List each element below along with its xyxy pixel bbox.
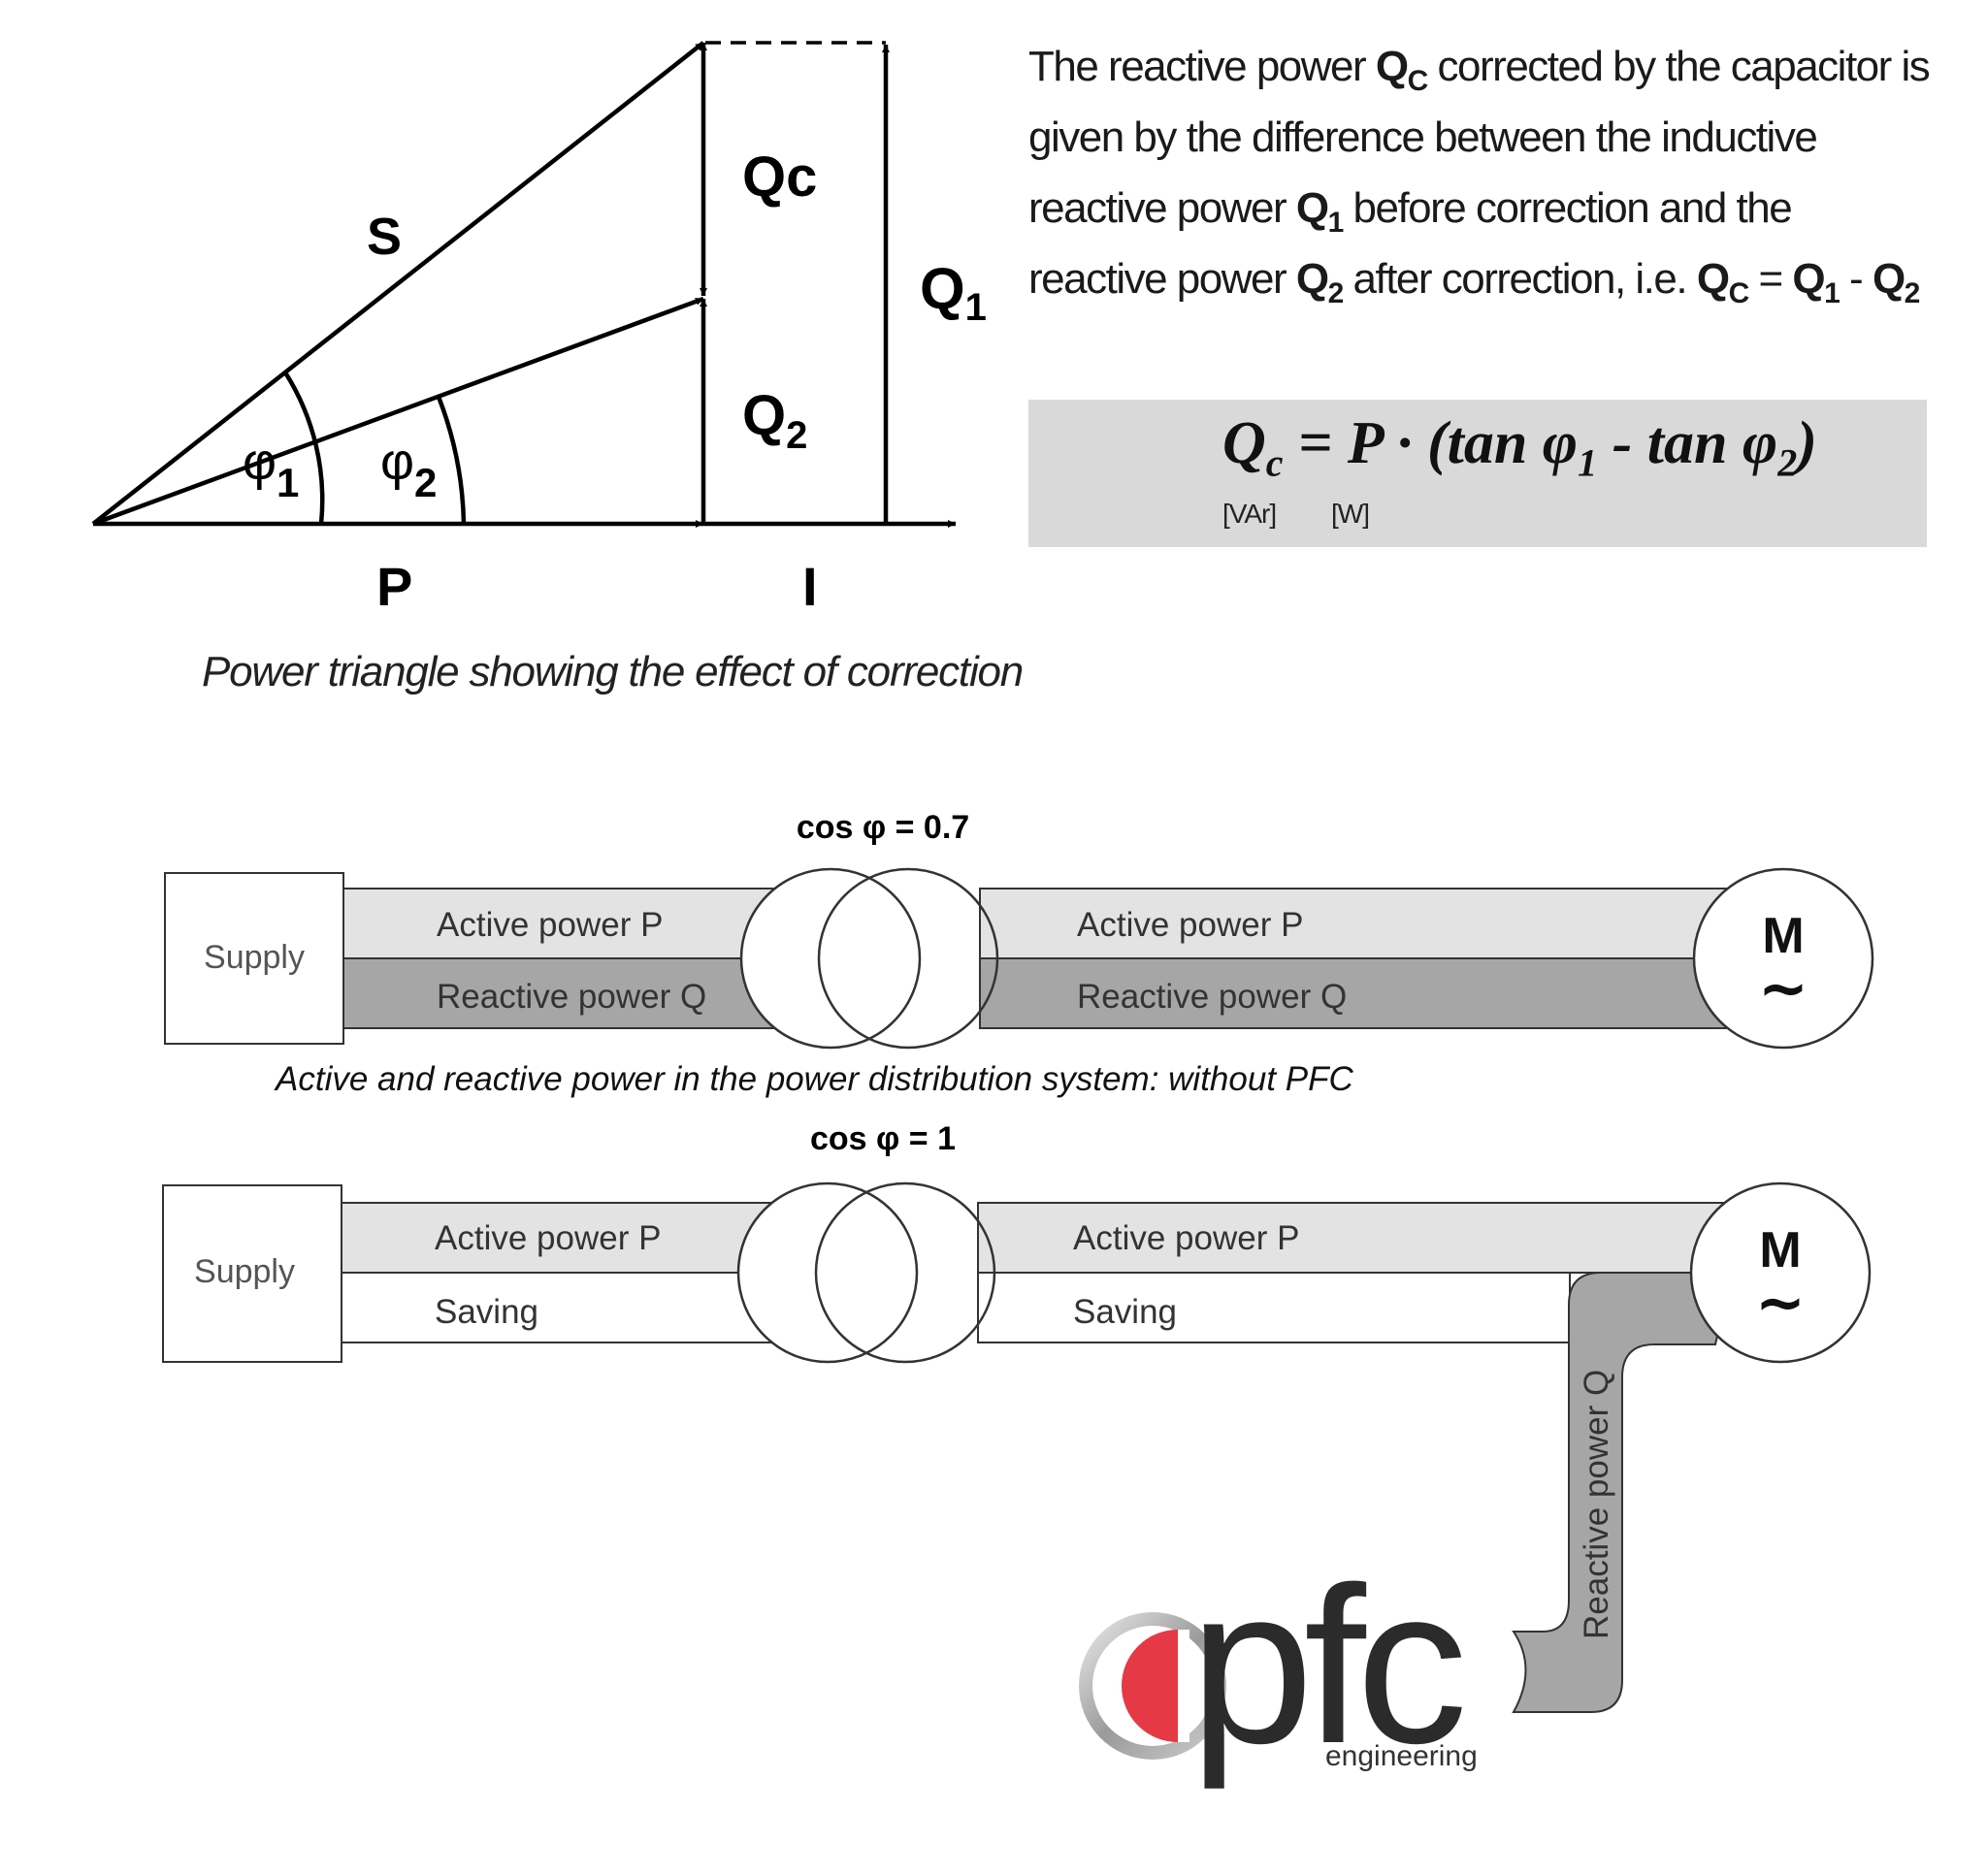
transformer-coil-right-2: [814, 1181, 996, 1364]
reactive-left-label-1: Reactive power Q: [437, 978, 706, 1016]
supply-box-1: [164, 872, 344, 1045]
supply-label-2: Supply: [194, 1253, 295, 1290]
band-reactive-right-1: [979, 957, 1738, 1029]
logo-wordmark: pfc: [1189, 1540, 1462, 1790]
motor-2: [1689, 1181, 1872, 1364]
motor-tilde-2: ~: [1755, 1267, 1806, 1338]
motor-tilde-1: ~: [1758, 953, 1808, 1023]
logo-red-semicircle: [1122, 1630, 1178, 1742]
band-active-right-2: [977, 1202, 1736, 1274]
active-left-label-2: Active power P: [435, 1219, 661, 1257]
band-active-right-1: [979, 888, 1738, 959]
transformer-coil-left-2: [736, 1181, 919, 1364]
label-p: P: [376, 556, 412, 617]
motor-label-2: M: [1759, 1222, 1801, 1278]
transformer-coil-right-1: [817, 867, 999, 1050]
active-left-label-1: Active power P: [437, 906, 663, 944]
reactive-right-label-1: Reactive power Q: [1077, 978, 1347, 1016]
triangle-labels: S Qc Q1 Q2 φ1 φ2 P I: [243, 146, 987, 617]
without-pfc-caption: Active and reactive power in the power d…: [276, 1060, 1353, 1098]
label-qc: Qc: [742, 146, 817, 209]
label-q1: Q1: [920, 256, 987, 329]
vector-corrected: [92, 296, 704, 527]
reactive-vertical-label: Reactive power Q: [1578, 1370, 1615, 1639]
cos-phi-label-2: cos φ = 1: [810, 1120, 956, 1157]
supply-label-1: Supply: [204, 939, 305, 976]
label-phi2: φ2: [380, 433, 437, 505]
unit-var: [VAr]: [1222, 499, 1277, 529]
logo-divider: [1178, 1630, 1189, 1742]
band-saving-right-2: [977, 1272, 1571, 1343]
arc-phi1: [283, 371, 325, 525]
band-saving-left-2: [341, 1272, 779, 1343]
formula-box: Qc = P · (tan φ1 - tan φ2) [VAr] [W]: [1028, 400, 1927, 547]
saving-left-label-2: Saving: [435, 1293, 538, 1331]
label-q2: Q2: [742, 384, 807, 457]
label-s: S: [367, 208, 402, 266]
logo-tagline: engineering: [1325, 1740, 1478, 1772]
power-triangle: [91, 41, 956, 528]
motor-1: [1692, 867, 1874, 1050]
saving-right-label-2: Saving: [1073, 1293, 1177, 1331]
triangle-caption: Power triangle showing the effect of cor…: [202, 648, 1024, 695]
active-right-label-1: Active power P: [1077, 906, 1303, 944]
diagram-without-pfc: cos φ = 0.7 Supply Active power P Reacti…: [164, 809, 1874, 1050]
formula: Qc = P · (tan φ1 - tan φ2): [1222, 410, 1817, 485]
pfc-engineering-logo: pfc engineering: [1079, 1540, 1478, 1790]
active-right-label-2: Active power P: [1073, 1219, 1299, 1257]
unit-w: [W]: [1331, 499, 1370, 529]
band-active-left-2: [341, 1202, 779, 1274]
band-reactive-left-1: [342, 957, 781, 1029]
explanation-paragraph: The reactive power QC corrected by the c…: [1028, 43, 1931, 309]
label-i: I: [802, 556, 818, 617]
transformer-coil-left-1: [739, 867, 922, 1050]
cos-phi-label-1: cos φ = 0.7: [797, 809, 969, 846]
band-active-left-1: [342, 888, 781, 959]
vector-s: [91, 41, 705, 526]
label-phi1: φ1: [243, 433, 299, 505]
arc-phi2: [436, 396, 467, 525]
diagram-with-pfc: cos φ = 1 Supply Reactive power Q Active…: [162, 1120, 1872, 1713]
motor-label-1: M: [1762, 908, 1804, 964]
supply-box-2: [162, 1184, 342, 1363]
